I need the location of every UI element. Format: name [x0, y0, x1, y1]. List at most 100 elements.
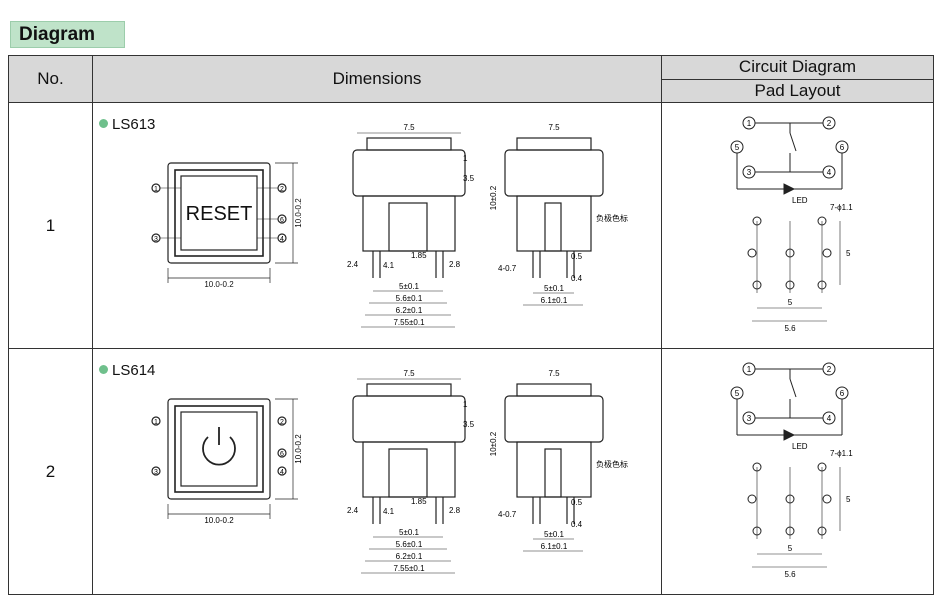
header-circuit-diagram: Circuit Diagram [661, 55, 934, 80]
svg-text:6: 6 [840, 143, 845, 152]
svg-text:2: 2 [827, 365, 832, 374]
end-view [504, 383, 604, 552]
svg-text:10.0-0.2: 10.0-0.2 [294, 434, 303, 464]
svg-text:5.6: 5.6 [784, 570, 796, 579]
svg-text:3.5: 3.5 [463, 174, 475, 183]
svg-text:4: 4 [827, 414, 832, 423]
svg-text:6: 6 [280, 217, 284, 224]
svg-text:7-ϕ1.1: 7-ϕ1.1 [830, 449, 853, 458]
svg-text:3: 3 [747, 414, 752, 423]
svg-text:5±0.1: 5±0.1 [544, 284, 565, 293]
svg-text:2.8: 2.8 [449, 506, 461, 515]
svg-text:0.4: 0.4 [571, 520, 583, 529]
front-height-dim: 10.0-0.2 [294, 198, 303, 228]
svg-text:5.6: 5.6 [784, 324, 796, 333]
svg-text:0.5: 0.5 [571, 498, 583, 507]
svg-text:1.85: 1.85 [411, 251, 427, 260]
svg-text:5±0.1: 5±0.1 [544, 530, 565, 539]
bullet-icon [99, 365, 108, 374]
svg-text:5: 5 [846, 495, 851, 504]
svg-text:10±0.2: 10±0.2 [489, 431, 498, 456]
svg-text:6: 6 [840, 389, 845, 398]
header-pad-layout: Pad Layout [661, 78, 934, 103]
svg-text:5: 5 [788, 544, 793, 553]
svg-text:4.1: 4.1 [383, 261, 395, 270]
svg-text:3: 3 [154, 236, 158, 243]
power-icon [202, 427, 236, 466]
svg-text:4.1: 4.1 [383, 507, 395, 516]
svg-text:2.8: 2.8 [449, 260, 461, 269]
svg-text:4: 4 [280, 469, 284, 476]
svg-text:0.4: 0.4 [571, 274, 583, 283]
dimension-drawing: RESET 10.0-0.2 10.0-0.2 1 3 2 6 4 [151, 123, 628, 328]
svg-text:4: 4 [827, 168, 832, 177]
front-width-dim: 10.0-0.2 [204, 280, 234, 289]
dimension-drawing: 10.0-0.2 10.0-0.2 1 3 2 6 4 [151, 369, 628, 574]
svg-text:7.55±0.1: 7.55±0.1 [393, 318, 425, 327]
side-view [352, 378, 466, 574]
svg-text:6.1±0.1: 6.1±0.1 [541, 296, 568, 305]
svg-text:7.5: 7.5 [548, 369, 560, 378]
svg-text:1: 1 [463, 400, 468, 409]
svg-text:5±0.1: 5±0.1 [399, 282, 420, 291]
svg-text:1: 1 [154, 419, 158, 426]
spec-table: No. Dimensions Circuit Diagram Pad Layou… [8, 55, 934, 595]
table-row: 1 LS613 [8, 102, 934, 349]
row-number: 2 [8, 348, 93, 595]
svg-text:7.5: 7.5 [403, 369, 415, 378]
svg-text:1.85: 1.85 [411, 497, 427, 506]
svg-text:3: 3 [747, 168, 752, 177]
svg-text:3: 3 [154, 469, 158, 476]
svg-text:1: 1 [747, 365, 752, 374]
front-view [151, 162, 298, 283]
svg-text:7.5: 7.5 [548, 123, 560, 132]
svg-text:5.6±0.1: 5.6±0.1 [396, 540, 423, 549]
svg-text:7.55±0.1: 7.55±0.1 [393, 564, 425, 573]
svg-text:10±0.2: 10±0.2 [489, 185, 498, 210]
svg-text:2.4: 2.4 [347, 506, 359, 515]
svg-text:LED: LED [792, 442, 808, 451]
svg-text:5.6±0.1: 5.6±0.1 [396, 294, 423, 303]
circuit-diagram: 1 2 5 6 3 4 LED 7-ϕ1.1 5 5 5.6 [730, 116, 853, 333]
circuit-diagram: 1 2 5 6 3 4 LED 7-ϕ1.1 5 5 5.6 [730, 362, 853, 579]
section-title: Diagram [10, 21, 125, 48]
svg-text:5: 5 [788, 298, 793, 307]
front-view [151, 398, 298, 519]
dimension-cell: LS614 [92, 348, 662, 595]
bullet-icon [99, 119, 108, 128]
svg-text:4: 4 [280, 236, 284, 243]
svg-text:1: 1 [747, 119, 752, 128]
svg-text:5±0.1: 5±0.1 [399, 528, 420, 537]
side-view [352, 132, 466, 328]
row-number: 1 [8, 102, 93, 349]
svg-text:4-0.7: 4-0.7 [498, 264, 517, 273]
svg-text:负极色标: 负极色标 [596, 459, 628, 469]
end-view [504, 137, 604, 306]
model-label: LS614 [99, 362, 155, 379]
svg-text:6.2±0.1: 6.2±0.1 [396, 306, 423, 315]
header-no: No. [8, 55, 93, 103]
svg-text:0.5: 0.5 [571, 252, 583, 261]
svg-text:6.1±0.1: 6.1±0.1 [541, 542, 568, 551]
svg-text:6: 6 [280, 451, 284, 458]
svg-text:LED: LED [792, 196, 808, 205]
svg-text:5: 5 [846, 249, 851, 258]
svg-text:2.4: 2.4 [347, 260, 359, 269]
header-dimensions: Dimensions [92, 55, 662, 103]
circuit-cell: 1 2 5 6 3 4 LED 7-ϕ1.1 5 5 5.6 [661, 102, 934, 349]
svg-text:2: 2 [280, 419, 284, 426]
svg-text:1: 1 [463, 154, 468, 163]
svg-text:7.5: 7.5 [403, 123, 415, 132]
svg-text:5: 5 [735, 389, 740, 398]
svg-text:6.2±0.1: 6.2±0.1 [396, 552, 423, 561]
svg-text:2: 2 [280, 186, 284, 193]
svg-text:2: 2 [827, 119, 832, 128]
svg-text:4-0.7: 4-0.7 [498, 510, 517, 519]
dimension-cell: LS613 [92, 102, 662, 349]
table-row: 2 LS614 [8, 348, 934, 595]
svg-text:5: 5 [735, 143, 740, 152]
model-label: LS613 [99, 116, 155, 133]
svg-text:10.0-0.2: 10.0-0.2 [204, 516, 234, 525]
circuit-cell: 1 2 5 6 3 4 LED 7-ϕ1.1 5 5 5.6 [661, 348, 934, 595]
svg-text:负极色标: 负极色标 [596, 213, 628, 223]
